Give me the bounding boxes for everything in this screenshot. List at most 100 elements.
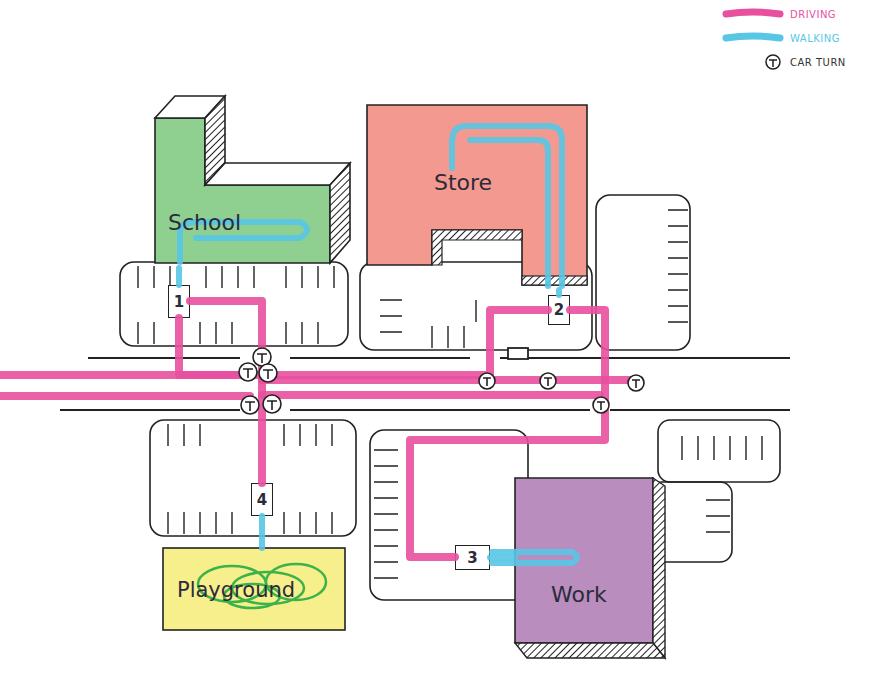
parking-spot: 1 <box>168 285 190 318</box>
driving-route <box>0 375 640 396</box>
driving-route <box>190 301 262 483</box>
parking-lot-part <box>120 262 348 346</box>
store-building-outline-part <box>522 276 587 285</box>
playground-area: Playground <box>163 548 345 630</box>
play-scribble-part <box>224 584 280 608</box>
callout-number: 4 <box>257 491 267 509</box>
work-building-outline <box>515 478 673 663</box>
store-building-outline-part <box>432 230 522 265</box>
play-scribble-part <box>198 566 266 602</box>
driving-route <box>410 310 605 557</box>
parking-lot-part <box>658 420 780 482</box>
callout-number: 1 <box>174 293 184 311</box>
car-turn-symbol-part <box>479 373 495 389</box>
work-building-outline-part <box>515 478 653 643</box>
car-turn-symbol-part-part <box>241 396 259 414</box>
place-label: Work <box>551 582 607 607</box>
work-building: Work <box>515 478 673 663</box>
legend-sample-part <box>726 12 780 14</box>
car-turn-symbol-part <box>593 397 609 413</box>
school-building-outline-part <box>205 163 350 185</box>
walking-route-part <box>470 140 548 286</box>
road-edge-part <box>60 409 790 411</box>
car-turn-symbol-part-part <box>483 378 491 386</box>
school-building-outline-part <box>330 163 350 263</box>
walking-route-part <box>492 552 577 563</box>
car-turn-symbol-part-part <box>628 375 644 391</box>
store-building-outline-part <box>367 105 587 285</box>
play-scribble-part <box>232 572 304 604</box>
car-turn-symbol-part <box>239 363 257 381</box>
legend-text: CAR TURN <box>790 57 846 68</box>
car-turn-symbol-part <box>263 395 281 413</box>
legend-sample-part <box>726 36 780 38</box>
legend-sample <box>722 53 784 71</box>
car-turn-symbol-part-part <box>479 373 495 389</box>
parking-spot: 3 <box>455 545 490 570</box>
store-building-outline <box>362 100 594 290</box>
playground-area-outline-part <box>163 548 345 630</box>
walking-route <box>490 555 515 561</box>
car-turn-symbol-part <box>540 373 556 389</box>
driving-route <box>179 310 548 375</box>
legend-row: DRIVING <box>722 2 894 26</box>
store-building: Store <box>362 100 594 290</box>
legend: DRIVING WALKING CAR TURN <box>722 2 894 74</box>
car-turn-symbol-part-part <box>239 363 257 381</box>
school-building-outline-part <box>155 118 330 263</box>
car-turn-symbol-part-part <box>267 401 277 410</box>
legend-row: CAR TURN <box>722 50 894 74</box>
work-building-outline-part <box>515 643 665 658</box>
legend-sample-part <box>769 60 777 67</box>
car-turn-symbol-part <box>253 348 271 366</box>
car-turn-symbol-part-part <box>540 373 556 389</box>
parking-lot-part <box>596 195 690 350</box>
parking-lot-part <box>370 430 528 600</box>
parking-stripes-part <box>138 210 762 578</box>
legend-sample <box>722 5 784 23</box>
parking-spot: 2 <box>548 295 570 325</box>
walking-route-part <box>180 222 307 262</box>
walking-route <box>180 126 577 563</box>
work-building-outline-part <box>653 478 665 658</box>
walking-route <box>259 516 265 548</box>
legend-sample <box>722 29 784 47</box>
play-scribble <box>198 564 326 608</box>
car-turn-symbol-part-part <box>593 397 609 413</box>
play-scribble-part <box>266 564 326 600</box>
school-building: School <box>150 88 360 268</box>
car-turn-symbol-part <box>628 375 644 391</box>
car-turn-symbol-part-part <box>263 395 281 413</box>
school-building-outline <box>150 88 360 268</box>
car-turn-symbol-part-part <box>259 364 277 382</box>
car-turn-symbol-part-part <box>263 370 273 379</box>
parking-spot: 4 <box>251 483 273 516</box>
car-turn-symbol-part <box>259 364 277 382</box>
parking-stripes <box>138 210 762 578</box>
place-label: School <box>168 210 241 235</box>
place-label: Store <box>434 170 492 195</box>
legend-text: DRIVING <box>790 9 836 20</box>
legend-text: WALKING <box>790 33 840 44</box>
car-turn-symbol-part-part <box>243 369 253 378</box>
car-turn-symbol-part-part <box>257 354 267 363</box>
walking-route <box>176 268 182 285</box>
road-edge-part <box>88 357 790 359</box>
car-turn-symbol-part-part <box>544 378 552 386</box>
car-turn-symbol-part-part <box>597 402 605 410</box>
car-turn-symbol-part <box>241 396 259 414</box>
road-edge-part <box>508 348 528 359</box>
parking-lot-part <box>150 420 356 536</box>
car-turn-symbol <box>239 348 644 414</box>
legend-row: WALKING <box>722 26 894 50</box>
walking-route <box>556 290 562 295</box>
callout-number: 3 <box>467 549 477 567</box>
place-label: Playground <box>177 578 295 602</box>
car-turn-symbol-part-part <box>245 402 255 411</box>
legend-sample-part <box>766 55 780 69</box>
walking-route-part <box>452 126 562 286</box>
